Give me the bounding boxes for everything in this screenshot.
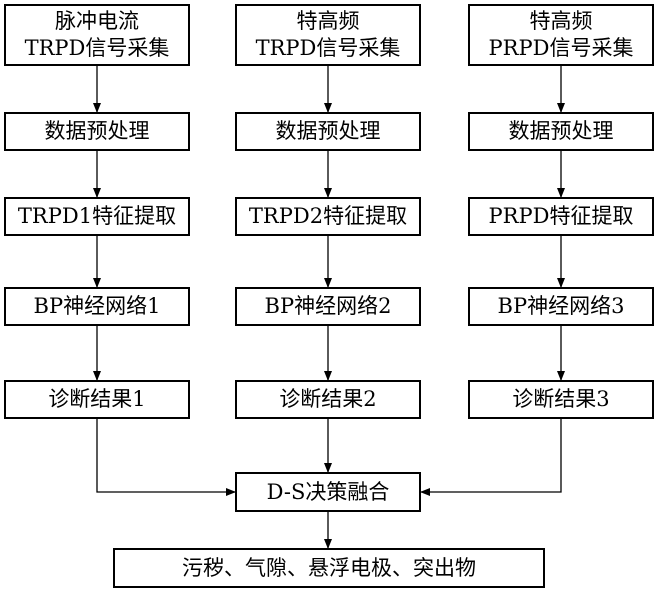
acquisition-line-1: 脉冲电流 bbox=[55, 9, 139, 33]
acquisition-box-pulse-current-trpd: 脉冲电流 TRPD信号采集 bbox=[4, 4, 190, 66]
arrow-c3-fusion bbox=[420, 419, 562, 496]
ds-fusion-box: D-S决策融合 bbox=[235, 472, 421, 512]
feature-label-2: TRPD2特征提取 bbox=[248, 204, 408, 228]
result-label: 污秽、气隙、悬浮电极、突出物 bbox=[182, 555, 476, 580]
diagnosis-label-3: 诊断结果3 bbox=[512, 387, 610, 411]
arrow-c1-fusion bbox=[96, 419, 236, 496]
network-label-3: BP神经网络3 bbox=[497, 294, 625, 318]
preprocess-label-1: 数据预处理 bbox=[44, 119, 150, 143]
feature-box-3: PRPD特征提取 bbox=[468, 197, 654, 236]
preprocess-box-1: 数据预处理 bbox=[4, 112, 190, 151]
feature-label-3: PRPD特征提取 bbox=[488, 204, 634, 228]
network-label-1: BP神经网络1 bbox=[33, 294, 161, 318]
network-box-1: BP神经网络1 bbox=[4, 287, 190, 326]
preprocess-box-2: 数据预处理 bbox=[235, 112, 421, 151]
diagnosis-box-2: 诊断结果2 bbox=[235, 380, 421, 419]
network-box-2: BP神经网络2 bbox=[235, 287, 421, 326]
feature-box-2: TRPD2特征提取 bbox=[235, 197, 421, 236]
acquisition-line-1: 特高频 bbox=[296, 9, 360, 33]
preprocess-box-3: 数据预处理 bbox=[468, 112, 654, 151]
diagnosis-label-1: 诊断结果1 bbox=[48, 387, 146, 411]
result-box: 污秽、气隙、悬浮电极、突出物 bbox=[113, 548, 545, 588]
acquisition-line-2: TRPD信号采集 bbox=[255, 36, 401, 60]
feature-box-1: TRPD1特征提取 bbox=[4, 197, 190, 236]
preprocess-label-2: 数据预处理 bbox=[275, 119, 381, 143]
preprocess-label-3: 数据预处理 bbox=[508, 119, 614, 143]
feature-label-1: TRPD1特征提取 bbox=[17, 204, 177, 228]
fusion-label: D-S决策融合 bbox=[266, 479, 390, 504]
acquisition-line-2: TRPD信号采集 bbox=[24, 36, 170, 60]
acquisition-box-uhf-prpd: 特高频 PRPD信号采集 bbox=[468, 4, 654, 66]
diagnosis-box-3: 诊断结果3 bbox=[468, 380, 654, 419]
network-label-2: BP神经网络2 bbox=[264, 294, 392, 318]
acquisition-line-1: 特高频 bbox=[529, 9, 593, 33]
acquisition-box-uhf-trpd: 特高频 TRPD信号采集 bbox=[235, 4, 421, 66]
diagnosis-box-1: 诊断结果1 bbox=[4, 380, 190, 419]
acquisition-line-2: PRPD信号采集 bbox=[488, 36, 634, 60]
diagnosis-label-2: 诊断结果2 bbox=[279, 387, 377, 411]
network-box-3: BP神经网络3 bbox=[468, 287, 654, 326]
